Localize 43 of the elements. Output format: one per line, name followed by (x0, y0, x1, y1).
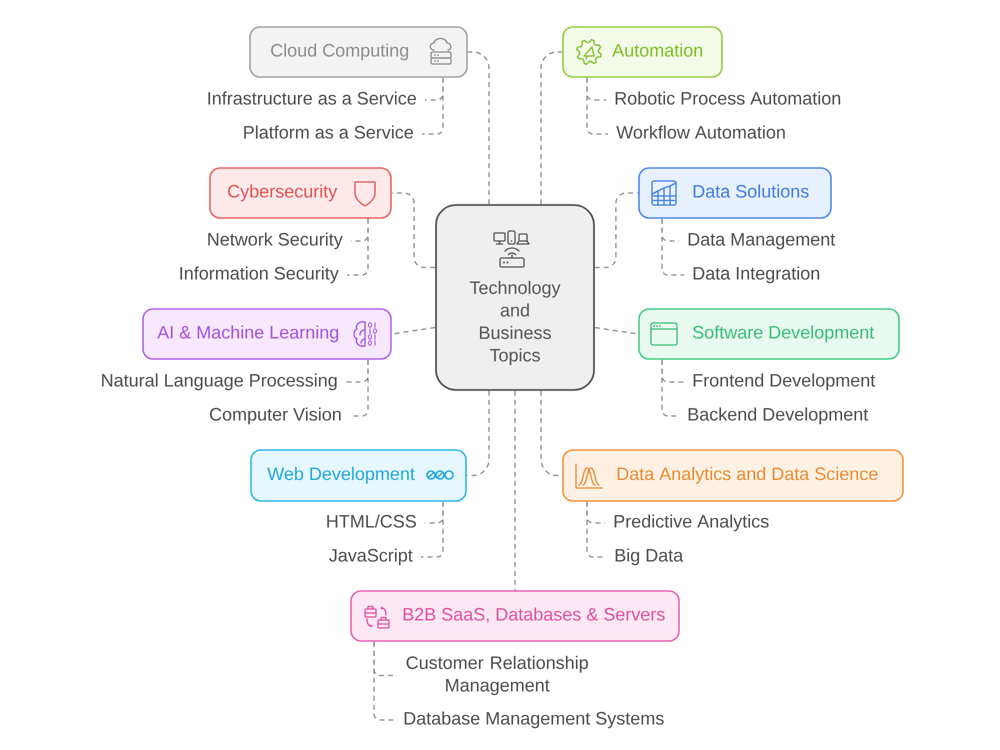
connector-line (422, 78, 444, 135)
subtopic-label: Data Management (688, 233, 836, 250)
connector-line (392, 326, 436, 335)
topic-box: Data Solutions (638, 167, 832, 219)
subtopic-label: Backend Development (688, 407, 868, 424)
subtopic-label: HTML/CSS (327, 514, 416, 528)
subtopic-label: Predictive Analytics (614, 514, 769, 532)
connector-line (421, 502, 444, 558)
subtopic-label: Robotic Process Automation (616, 91, 840, 105)
topic-box: Cloud Computing (249, 26, 468, 78)
subtopic-label: Customer Relationship Management (406, 656, 588, 696)
connector-line (466, 390, 490, 476)
connector-line (661, 218, 684, 276)
connector-line (661, 360, 679, 417)
subtopic-label: Big Data (616, 548, 684, 566)
subtopic-label: Information Security (180, 266, 339, 284)
connector-line (373, 642, 395, 721)
subtopic-label: Infrastructure as a Service (208, 91, 416, 105)
subtopic-label: Database Management Systems (404, 711, 664, 728)
subtopic-label: Network Security (208, 232, 343, 250)
subtopic-label: Data Integration (694, 266, 820, 284)
connector-line (586, 78, 608, 135)
central-topic-box: Technology and Business Topics (435, 204, 595, 391)
topic-box: B2B SaaS, Databases & Servers (350, 590, 680, 642)
connector-line (468, 51, 490, 204)
subtopic-label: Computer Vision (210, 407, 341, 424)
topic-box: Automation (562, 26, 723, 78)
connector-line (540, 51, 562, 204)
connector-line (594, 326, 638, 335)
connector-line (514, 390, 516, 590)
subtopic-label: Platform as a Service (244, 125, 413, 139)
topic-box: Web Development (250, 449, 467, 502)
subtopic-label: Frontend Development (694, 373, 876, 390)
connector-line (392, 192, 436, 268)
subtopic-label: JavaScript (329, 548, 413, 566)
topic-box: AI & Machine Learning (142, 308, 392, 360)
subtopic-label: Workflow Automation (616, 125, 785, 139)
topic-box: Cybersecurity (209, 167, 392, 219)
subtopic-label: Natural Language Processing (102, 373, 337, 390)
connector-line (347, 218, 369, 276)
topic-box: Data Analytics and Data Science (562, 449, 904, 502)
topic-box: Software Development (638, 308, 900, 360)
connector-line (594, 192, 638, 268)
